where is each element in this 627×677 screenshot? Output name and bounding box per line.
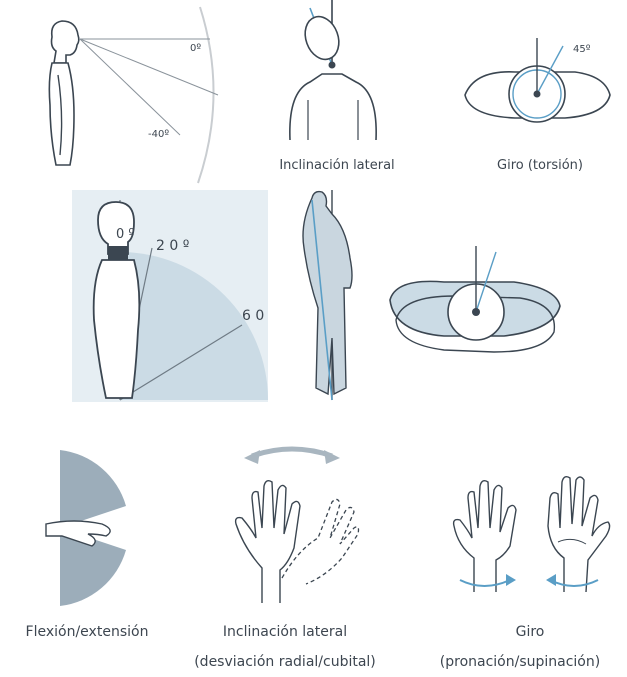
head-front-shape [299,12,344,64]
neck-flexion-side-figure: 0º -40º [30,5,220,185]
trunk-twist-top-figure [384,240,564,365]
label-giro-line2: (pronación/supinación) [420,654,620,670]
hand-solid-shape [236,481,300,603]
trunk-flexion-figure: 0 º 2 0 º 6 0 [72,190,268,402]
pivot-dot [329,62,336,69]
angle-label-20: 2 0 º [156,238,189,254]
label-giro-line1: Giro [470,624,590,640]
label-inclinacion-lateral-wrist-line2: (desviación radial/cubital) [170,654,400,670]
arrow-right-icon [324,450,340,464]
body-shape [303,192,352,394]
label-inclinacion-lateral-wrist-line1: Inclinación lateral [200,624,370,640]
arrow-head-right-icon [546,574,556,586]
pivot-dot [534,91,541,98]
range-arc [198,7,214,183]
wrist-flexion-figure [44,448,134,608]
arrow-left-icon [244,450,260,464]
angle-label-0: 0º [190,43,201,54]
angle-label-45: 45º [573,44,591,55]
hand-palm-shape [548,477,610,592]
angle-label-60: 6 0 [242,308,264,324]
deviation-arc [252,449,332,456]
label-giro-torsion: Giro (torsión) [470,158,610,173]
neck-twist-top-figure: 45º [455,20,620,130]
shoulders-shape [290,74,376,140]
neck-shape [108,246,128,260]
label-flexion-extension: Flexión/extensión [4,624,170,640]
extension-sector [60,450,126,528]
sight-line-40 [80,39,180,135]
angle-label-0: 0 º [116,227,135,242]
arrow-head-left-icon [506,574,516,586]
trunk-lateral-bend-figure [288,188,368,402]
neck-lateral-tilt-figure [270,0,410,150]
pivot-dot [472,308,480,316]
head-shape [52,21,79,63]
wrist-deviation-figure [222,438,362,608]
forearm-rotation-figure [446,452,616,602]
label-inclinacion-lateral-neck: Inclinación lateral [262,158,412,173]
angle-label-minus40: -40º [148,129,169,140]
